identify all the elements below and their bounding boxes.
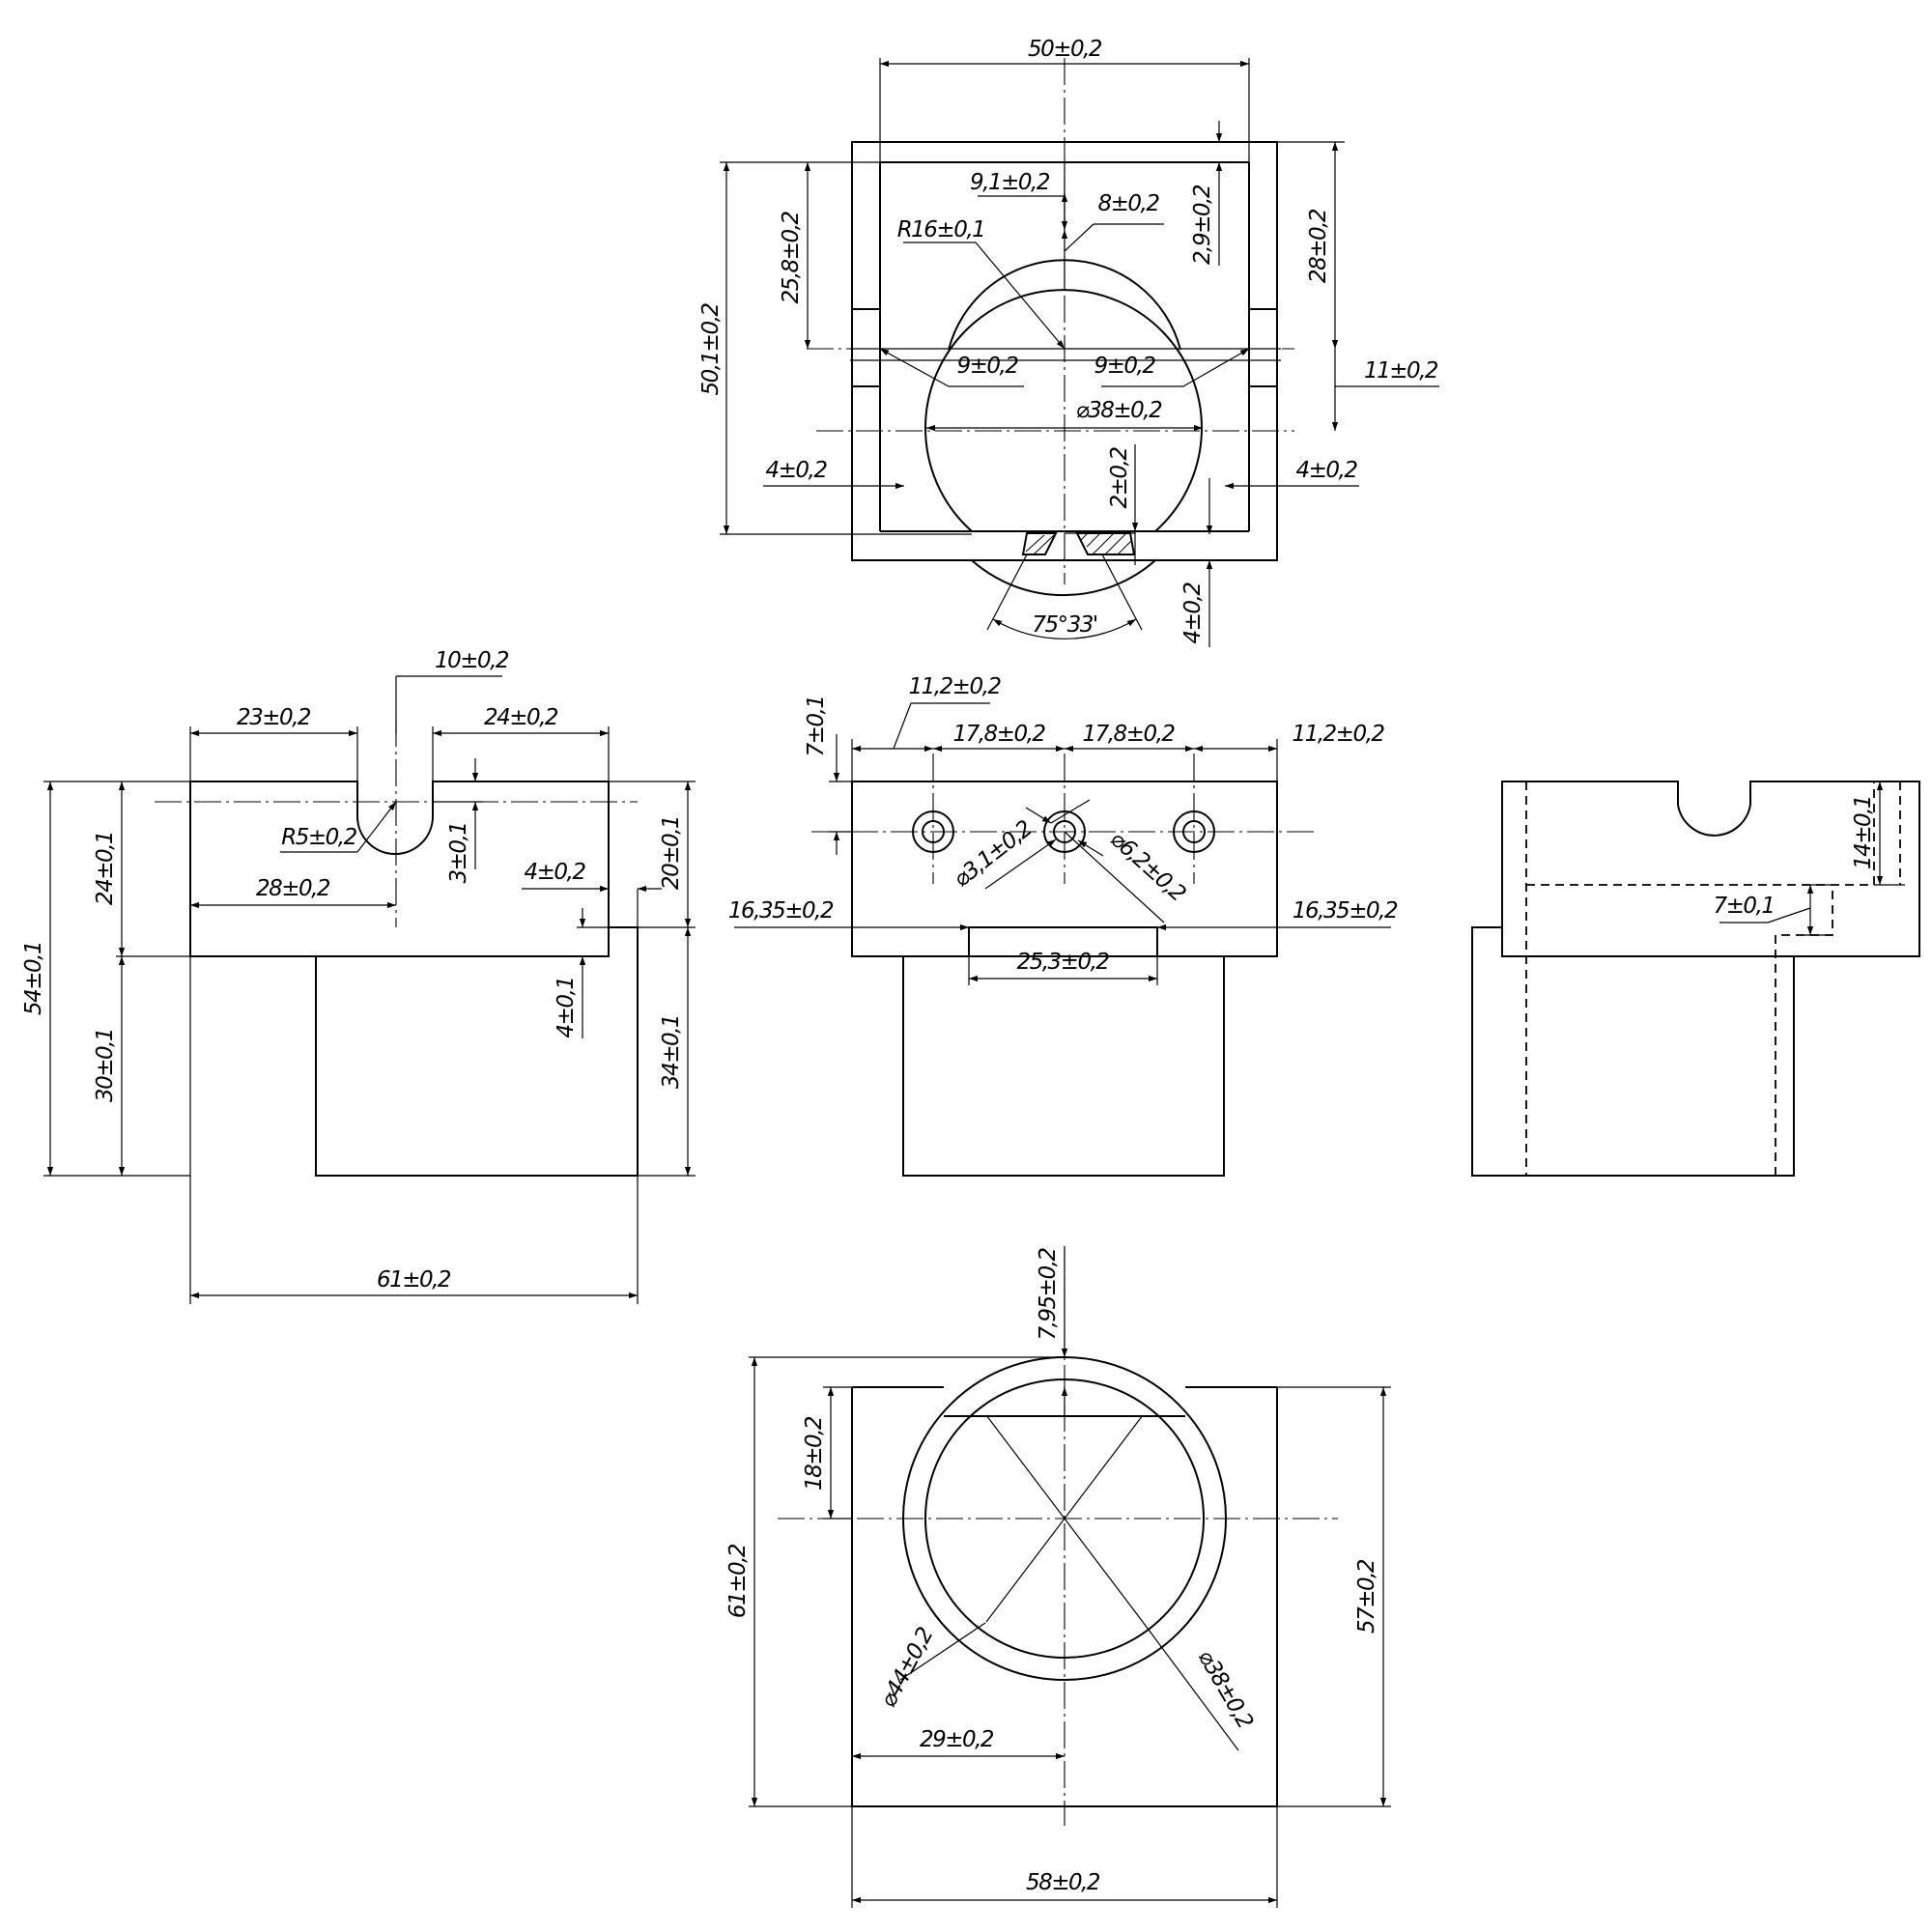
dim-bottom-height-18: 18±0,2 bbox=[802, 1416, 827, 1491]
dim-side-hole-height: 7±0,1 bbox=[804, 696, 829, 757]
dim-top-depth-axis: 25,8±0,2 bbox=[779, 212, 804, 304]
dim-front-step-4-1: 4±0,1 bbox=[554, 978, 579, 1038]
dim-top-height-28: 28±0,2 bbox=[1306, 209, 1331, 283]
dim-front-total-61: 61±0,2 bbox=[377, 1267, 451, 1293]
top-view bbox=[807, 58, 1294, 597]
dim-side-counterbore: ⌀6,2±0,2 bbox=[1105, 827, 1190, 907]
bore-circle bbox=[924, 289, 1203, 532]
dim-top-bore: ⌀38±0,2 bbox=[1076, 398, 1162, 423]
dim-top-bottom-4: 4±0,2 bbox=[1180, 582, 1206, 644]
dim-front-height-30: 30±0,1 bbox=[93, 1029, 118, 1102]
dim-top-width: 50±0,2 bbox=[1028, 37, 1102, 62]
dim-bottom-width-58: 58±0,2 bbox=[1026, 1870, 1100, 1895]
dim-side-small-hole: ⌀3,1±0,2 bbox=[950, 816, 1037, 893]
dim-side-edge-left: 11,2±0,2 bbox=[908, 674, 1001, 699]
dim-bottom-total-61: 61±0,2 bbox=[725, 1544, 751, 1618]
dim-side-pitch-right: 17,8±0,2 bbox=[1082, 722, 1175, 747]
dim-side-edge-right: 11,2±0,2 bbox=[1292, 722, 1384, 747]
front-view bbox=[155, 720, 639, 1177]
dimension-lines bbox=[43, 58, 1905, 1908]
dim-bottom-protrusion: 7,95±0,2 bbox=[1036, 1248, 1061, 1341]
dim-top-height-11: 11±0,2 bbox=[1364, 358, 1438, 384]
dim-front-notch-radius: R5±0,2 bbox=[281, 825, 356, 850]
dim-top-offset-8: 8±0,2 bbox=[1098, 191, 1160, 216]
dim-front-total-54: 54±0,1 bbox=[21, 942, 46, 1015]
dim-side-offset-right: 16,35±0,2 bbox=[1293, 898, 1398, 923]
dim-front-step-4: 4±0,2 bbox=[525, 860, 586, 885]
dim-front-notch-center: 28±0,2 bbox=[256, 876, 330, 901]
dim-side-boss-width: 25,3±0,2 bbox=[1016, 950, 1109, 975]
dim-top-wall-left: 4±0,2 bbox=[766, 458, 828, 483]
side-view bbox=[811, 753, 1319, 1177]
dim-front-notch-depth: 3±0,1 bbox=[446, 823, 471, 884]
dim-front-height-34: 34±0,1 bbox=[659, 1015, 684, 1089]
dim-top-gap-2: 2±0,2 bbox=[1107, 447, 1132, 509]
dim-front-right-span: 24±0,2 bbox=[484, 705, 558, 730]
dim-front-height-24: 24±0,1 bbox=[93, 832, 118, 905]
dim-top-slot-right: 9±0,2 bbox=[1094, 354, 1156, 379]
dim-right-height-7: 7±0,1 bbox=[1714, 894, 1775, 919]
dim-top-offset-91: 9,1±0,2 bbox=[970, 170, 1050, 195]
dim-side-pitch-left: 17,8±0,2 bbox=[952, 722, 1045, 747]
dim-top-wall-29: 2,9±0,2 bbox=[1190, 185, 1215, 265]
dim-bottom-height-57: 57±0,2 bbox=[1354, 1559, 1379, 1634]
dim-front-notch-width: 10±0,2 bbox=[435, 648, 509, 673]
dim-top-radius: R16±0,1 bbox=[897, 217, 985, 242]
dim-top-outer-height: 50,1±0,2 bbox=[698, 303, 724, 396]
hatch-section bbox=[1021, 532, 1136, 555]
dimension-labels: 50±0,2 50,1±0,2 25,8±0,2 9,1±0,2 8±0,2 R… bbox=[21, 37, 1876, 1895]
dim-bottom-outer-dia: ⌀44±0,2 bbox=[876, 1624, 939, 1712]
dim-side-offset-left: 16,35±0,2 bbox=[728, 898, 834, 923]
dim-front-left-span: 23±0,2 bbox=[237, 705, 311, 730]
dim-bottom-inner-dia: ⌀38±0,2 bbox=[1193, 1646, 1258, 1733]
dim-front-height-20: 20±0,1 bbox=[659, 816, 684, 890]
dim-top-wall-right: 4±0,2 bbox=[1296, 458, 1358, 483]
dim-bottom-center-29: 29±0,2 bbox=[920, 1727, 994, 1752]
dim-top-slot-left: 9±0,2 bbox=[957, 354, 1019, 379]
dim-top-angle: 75°33' bbox=[1032, 612, 1097, 638]
dim-right-height-14: 14±0,1 bbox=[1851, 796, 1876, 869]
